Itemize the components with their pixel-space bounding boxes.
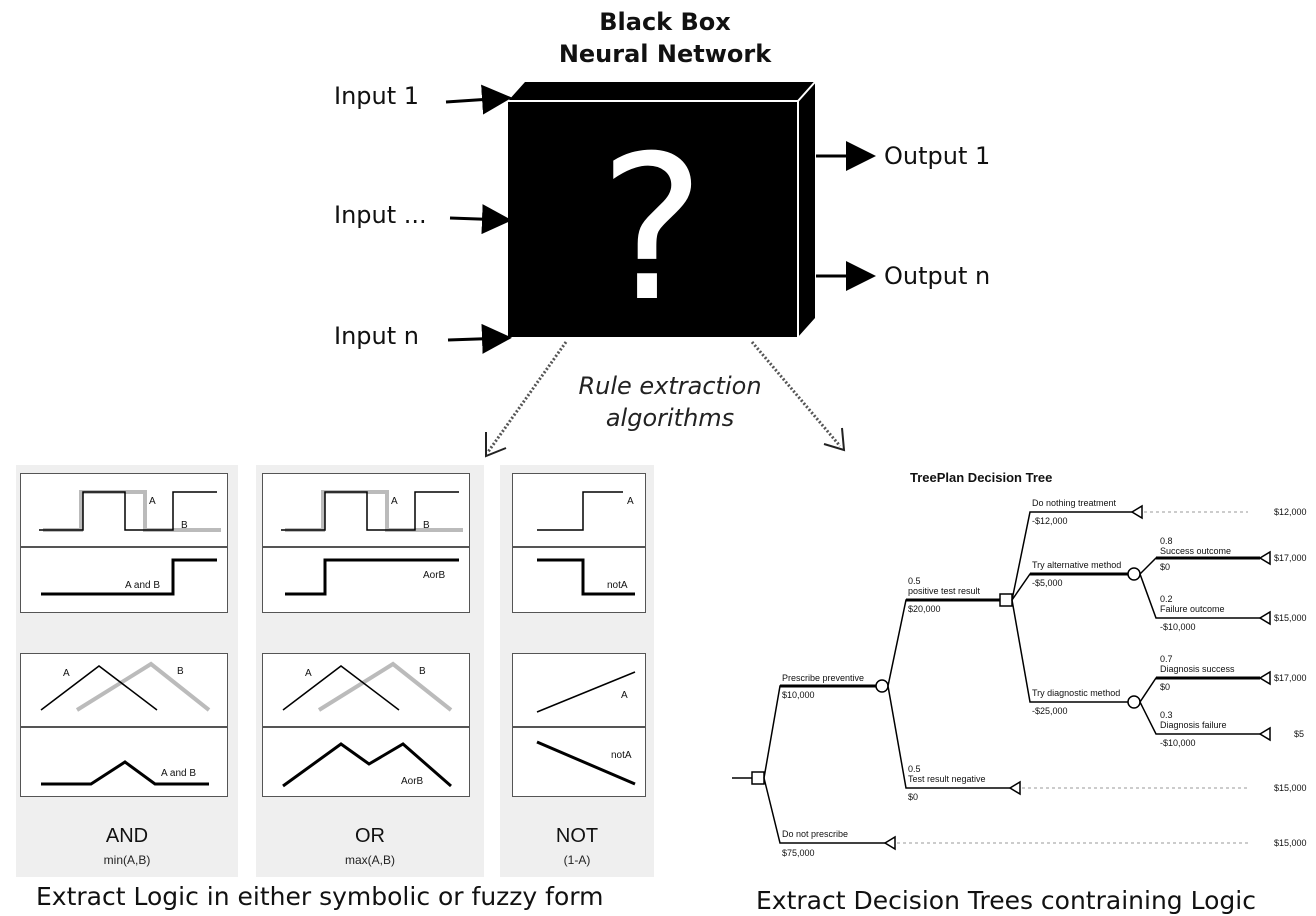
tree-p4-val: -$10,000 bbox=[1160, 738, 1196, 748]
tree-p1-label: Success outcome bbox=[1160, 546, 1231, 556]
output-label-1: Output 1 bbox=[884, 142, 991, 170]
tree-top-branch: Do nothing treatment bbox=[1032, 498, 1117, 508]
tree-title: TreePlan Decision Tree bbox=[910, 470, 1052, 485]
or-formula: max(A,B) bbox=[344, 853, 395, 867]
tree-mid-branch: Try alternative method bbox=[1032, 560, 1121, 570]
or-fuzzy-result: AorB bbox=[401, 776, 424, 787]
and-crisp-output: A and B bbox=[20, 547, 228, 613]
and-label-a: A bbox=[149, 496, 156, 507]
or-label-a: A bbox=[391, 496, 398, 507]
box-front-face bbox=[508, 101, 798, 337]
not-label-a: A bbox=[627, 496, 634, 507]
or-label-b: B bbox=[423, 520, 430, 531]
and-formula: min(A,B) bbox=[103, 853, 151, 867]
rule-line-2: algorithms bbox=[605, 404, 735, 432]
input-arrow-2 bbox=[449, 204, 512, 235]
tree-payoff-7: $15,000 bbox=[1274, 838, 1307, 848]
tree-prescribe: Prescribe preventive bbox=[782, 673, 864, 683]
tree-negative: Test result negative bbox=[908, 774, 986, 784]
output-label-n: Output n bbox=[884, 262, 991, 290]
not-formula: (1-A) bbox=[563, 853, 591, 867]
tree-p4: 0.3 bbox=[1160, 710, 1173, 720]
and-fuzzy-output: A and B bbox=[20, 727, 228, 797]
tree-low-branch: Try diagnostic method bbox=[1032, 688, 1120, 698]
tree-low-val: -$25,000 bbox=[1032, 706, 1068, 716]
not-crisp-output: notA bbox=[512, 547, 646, 613]
not-crisp-result: notA bbox=[607, 580, 628, 591]
tree-payoff-6: $15,000 bbox=[1274, 783, 1307, 793]
tree-payoff-2: $17,000 bbox=[1274, 553, 1307, 563]
tree-top-val: -$12,000 bbox=[1032, 516, 1068, 526]
question-mark-icon: ? bbox=[599, 113, 705, 346]
rule-line-1: Rule extraction bbox=[578, 372, 762, 400]
tree-mid-val: -$5,000 bbox=[1032, 578, 1063, 588]
tree-positive-val: $20,000 bbox=[908, 604, 941, 614]
and-fuzzy-inputs: A B bbox=[20, 653, 228, 727]
and-fuzzy-label-a: A bbox=[63, 668, 70, 679]
input-label-2: Input ... bbox=[334, 201, 427, 229]
or-crisp-output: AorB bbox=[262, 547, 470, 613]
box-side-face bbox=[798, 82, 815, 337]
or-fuzzy-label-a: A bbox=[305, 668, 312, 679]
and-crisp-result: A and B bbox=[125, 580, 160, 591]
tree-payoff-3: $15,000 bbox=[1274, 613, 1307, 623]
and-fuzzy-result: A and B bbox=[161, 768, 196, 779]
extraction-arrow-right bbox=[750, 341, 842, 447]
left-caption: Extract Logic in either symbolic or fuzz… bbox=[36, 882, 604, 911]
panel-and: A B A and B A B A and B AND min(A,B) bbox=[16, 465, 238, 877]
or-name: OR bbox=[355, 825, 385, 847]
rule-extraction-label: Rule extraction algorithms bbox=[540, 370, 800, 434]
input-label-1: Input 1 bbox=[334, 82, 420, 110]
tree-p3-label: Diagnosis success bbox=[1160, 664, 1235, 674]
tree-p1-val: $0 bbox=[1160, 562, 1170, 572]
tree-negative-prob: 0.5 bbox=[908, 764, 921, 774]
right-caption: Extract Decision Trees contraining Logic bbox=[756, 886, 1256, 915]
panel-or: A B AorB A B AorB OR max(A,B) bbox=[256, 465, 484, 877]
black-box-diagram: ? bbox=[445, 81, 876, 458]
or-fuzzy-inputs: A B bbox=[262, 653, 470, 727]
title-line-1: Black Box bbox=[599, 8, 731, 36]
tree-no-treatment-val: $75,000 bbox=[782, 848, 815, 858]
tree-payoff-4: $17,000 bbox=[1274, 673, 1307, 683]
title-line-2: Neural Network bbox=[558, 40, 772, 68]
panel-not: A notA A notA NOT (1-A) bbox=[500, 465, 654, 877]
or-crisp-inputs: A B bbox=[262, 473, 470, 547]
decision-tree: TreePlan Decision Tree bbox=[732, 470, 1307, 858]
tree-p1: 0.8 bbox=[1160, 536, 1173, 546]
tree-positive-prob: 0.5 bbox=[908, 576, 921, 586]
tree-p3-val: $0 bbox=[1160, 682, 1170, 692]
tree-prescribe-val: $10,000 bbox=[782, 690, 815, 700]
tree-negative-val: $0 bbox=[908, 792, 918, 802]
tree-p2-label: Failure outcome bbox=[1160, 604, 1225, 614]
and-crisp-inputs: A B bbox=[20, 473, 228, 547]
input-arrow-1 bbox=[445, 84, 512, 115]
tree-no-treatment: Do not prescribe bbox=[782, 829, 848, 839]
tree-p2: 0.2 bbox=[1160, 594, 1173, 604]
or-crisp-result: AorB bbox=[423, 570, 446, 581]
tree-p2-val: -$10,000 bbox=[1160, 622, 1196, 632]
tree-payoff-5: $5 bbox=[1294, 729, 1304, 739]
tree-p3: 0.7 bbox=[1160, 654, 1173, 664]
and-name: AND bbox=[105, 825, 149, 847]
not-crisp-input: A bbox=[512, 473, 646, 547]
input-arrow-3 bbox=[447, 323, 512, 354]
or-fuzzy-output: AorB bbox=[262, 727, 470, 797]
extraction-arrow-left bbox=[486, 341, 568, 453]
tree-p4-label: Diagnosis failure bbox=[1160, 720, 1227, 730]
and-label-b: B bbox=[181, 520, 188, 531]
not-name: NOT bbox=[555, 825, 599, 847]
tree-terminals bbox=[883, 504, 1271, 851]
input-label-n: Input n bbox=[334, 322, 419, 350]
not-fuzzy-label-a: A bbox=[621, 690, 628, 701]
tree-payoff-1: $12,000 bbox=[1274, 507, 1307, 517]
box-top-face bbox=[508, 82, 815, 101]
diagram-title: Black Box Neural Network bbox=[520, 6, 810, 70]
and-fuzzy-label-b: B bbox=[177, 666, 184, 677]
not-fuzzy-result: notA bbox=[611, 750, 632, 761]
not-fuzzy-input: A bbox=[512, 653, 646, 727]
or-fuzzy-label-b: B bbox=[419, 666, 426, 677]
not-fuzzy-output: notA bbox=[512, 727, 646, 797]
tree-positive: positive test result bbox=[908, 586, 981, 596]
